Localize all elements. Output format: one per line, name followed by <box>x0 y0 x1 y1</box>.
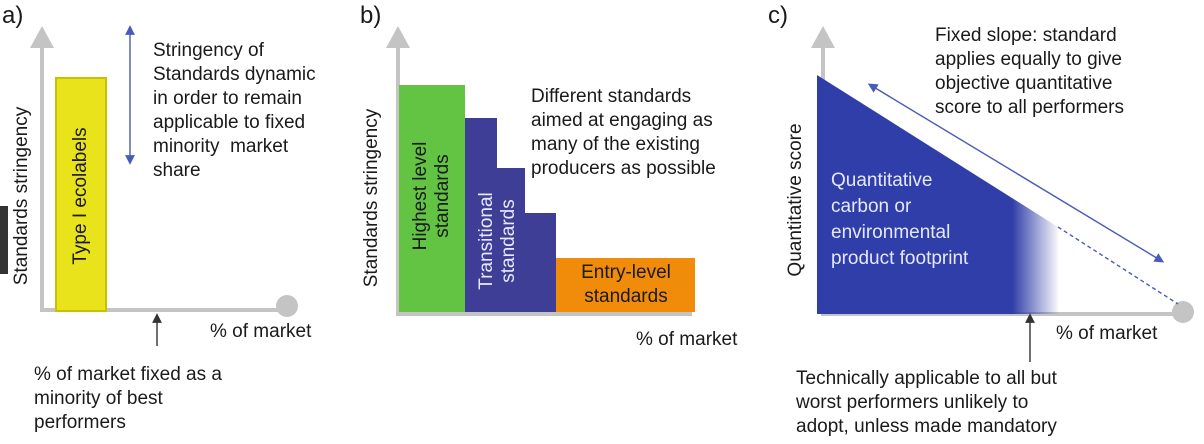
panel-a-y-axis-arrowhead <box>30 26 54 48</box>
highest-level-standards-bar <box>399 85 465 312</box>
type-i-ecolabel-label: Type I ecolabels <box>70 127 91 265</box>
panel-b-y-axis-label: Standards stringency <box>361 108 382 288</box>
stringency-note-line: in order to remain <box>153 88 302 109</box>
slope-extension-dashed <box>1057 226 1179 305</box>
panel-b-letter: b) <box>360 2 382 29</box>
footprint-label-line: Quantitative <box>831 170 933 191</box>
footprint-label-line: carbon or <box>831 196 912 217</box>
entry-level-label: Entry-level standards <box>558 261 694 309</box>
panel-b-note-line: Different standards <box>531 86 692 107</box>
entry-level-standards-bar <box>556 258 695 312</box>
market-fixed-note-line: % of market fixed as a <box>34 364 222 385</box>
market-fixed-note: % of market fixed as a minority of best … <box>34 363 222 435</box>
footprint-fade-zone <box>1012 198 1058 314</box>
highest-level-label-line: standards <box>432 154 453 238</box>
market-fixed-note-line: minority of best <box>34 388 163 409</box>
panel-c-x-axis-endpoint <box>1172 301 1194 323</box>
panel-a-x-axis-label: % of market <box>210 321 312 342</box>
panel-c-letter: c) <box>768 2 788 29</box>
applicability-note-line: adopt, unless made mandatory <box>796 416 1057 437</box>
panel-a-letter: a) <box>2 2 24 29</box>
entry-level-label-line: Entry-level <box>581 262 671 283</box>
panel-b-x-axis-label: % of market <box>636 329 738 350</box>
footprint-label-line: product footprint <box>831 248 969 269</box>
panel-a-y-axis-label: Standards stringency <box>11 106 32 286</box>
panel-b-note-line: aimed at engaging as <box>531 110 713 131</box>
transitional-label-line: Transitional <box>476 192 497 290</box>
fixed-slope-note-line: objective quantitative <box>935 73 1113 94</box>
highest-level-label-line: Highest level <box>410 141 431 251</box>
fixed-slope-note-line: Fixed slope: standard <box>935 25 1117 46</box>
stringency-note-line: applicable to fixed <box>153 112 306 133</box>
panel-c-y-axis-label: Quantitative score <box>785 123 806 277</box>
panel-b-note-line: many of the existing <box>531 134 700 155</box>
panel-b-note: Different standards aimed at engaging as… <box>531 85 716 181</box>
stringency-note: Stringency of Standards dynamic in order… <box>153 39 316 183</box>
applicability-note-line: worst performers unlikely to <box>796 392 1029 413</box>
panel-c-x-axis-label: % of market <box>1056 323 1158 344</box>
panel-b-note-line: producers as possible <box>531 158 716 179</box>
footprint-label: Quantitative carbon or environmental pro… <box>831 168 968 272</box>
transitional-label: Transitional standards <box>476 192 520 290</box>
panel-b-axes <box>386 26 692 316</box>
stringency-note-line: share <box>153 160 201 181</box>
panel-b-y-axis-arrowhead <box>386 26 410 48</box>
fixed-slope-note-line: score to all performers <box>935 97 1125 118</box>
fixed-slope-arrow <box>867 83 1165 263</box>
footprint-label-line: environmental <box>831 222 951 243</box>
applicability-note-line: Technically applicable to all but <box>796 368 1057 389</box>
stringency-note-line: Standards dynamic <box>153 64 316 85</box>
fixed-slope-note: Fixed slope: standard applies equally to… <box>935 24 1124 120</box>
transitional-standards-steps <box>465 118 556 312</box>
applicability-note: Technically applicable to all but worst … <box>796 367 1057 439</box>
highest-level-label: Highest level standards <box>410 142 454 251</box>
window-edge-tab <box>0 206 8 274</box>
type-i-ecolabel-bar <box>55 77 107 312</box>
panel-c-y-axis-arrowhead <box>811 26 835 48</box>
stringency-note-line: minority market <box>153 136 289 157</box>
fixed-slope-note-line: applies equally to give <box>935 49 1122 70</box>
panel-a-x-axis-endpoint <box>276 295 298 317</box>
transitional-label-line: standards <box>498 199 519 283</box>
market-fixed-note-line: performers <box>34 412 126 433</box>
stringency-note-line: Stringency of <box>153 40 264 61</box>
entry-level-label-line: standards <box>584 286 668 307</box>
